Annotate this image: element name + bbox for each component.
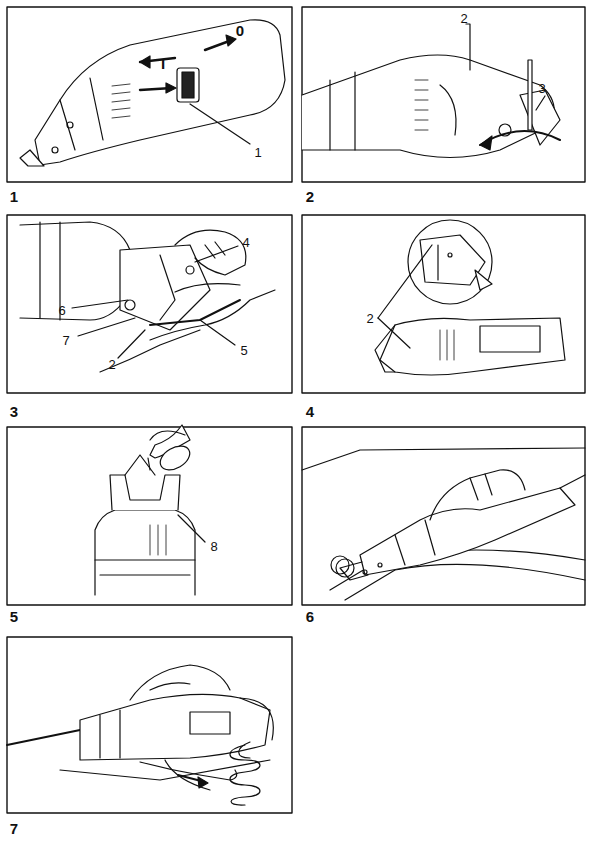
- figure-number: 6: [306, 609, 314, 624]
- callout-number: 5: [240, 344, 247, 357]
- figure-number: 5: [10, 609, 18, 624]
- figure-number: 1: [10, 189, 18, 204]
- callout-number: 4: [242, 236, 249, 249]
- callout-number: 2: [108, 358, 115, 371]
- callout-number: 2: [366, 312, 373, 325]
- callout-number: 8: [210, 540, 217, 553]
- callout-number: 1: [254, 146, 261, 159]
- switch-mark: I: [161, 56, 165, 71]
- figure-number: 4: [306, 404, 314, 419]
- figure-number: 2: [306, 189, 314, 204]
- switch-mark: 0: [236, 23, 244, 38]
- figure-number: 7: [10, 821, 18, 836]
- callout-number: 3: [538, 82, 545, 95]
- callout-number: 6: [58, 304, 65, 317]
- callout-number: 7: [62, 334, 69, 347]
- figure-number: 3: [10, 404, 18, 419]
- callout-number: 2: [460, 12, 467, 25]
